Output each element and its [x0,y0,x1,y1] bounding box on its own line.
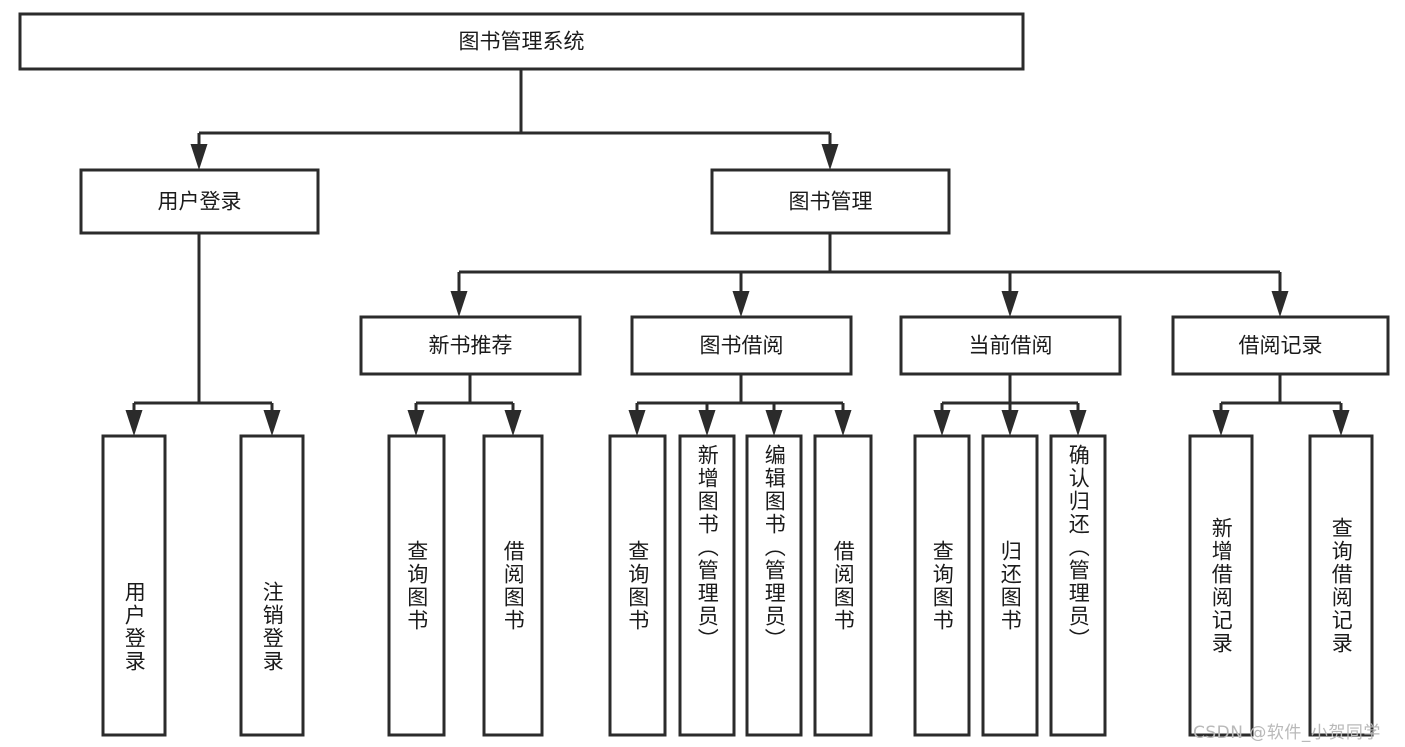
borrow-arrow-1 [698,410,716,436]
leaf-node-用户登录-0[interactable] [101,434,167,737]
newbook-arrow-1 [504,410,522,436]
leaf-node-借阅图书-3[interactable] [482,434,544,737]
node-图书借阅-label: 图书借阅 [700,334,784,358]
node-当前借阅-box[interactable] [899,315,1122,376]
leaf-node-查询图书-2[interactable] [387,434,446,737]
leaf-node-注销登录-1[interactable] [239,434,305,737]
leaf-node-新增借阅记录-11[interactable] [1188,434,1254,737]
node-借阅记录-box[interactable] [1171,315,1390,376]
manage-arrow-1 [732,291,750,317]
edge-layer [125,69,1350,436]
node-借阅记录-label: 借阅记录 [1239,334,1323,358]
box-layer [18,12,1390,737]
leaf-node-查询借阅记录-12[interactable] [1308,434,1374,737]
leaf-node-查询图书-8[interactable] [913,434,971,737]
manage-arrow-3 [1271,291,1289,317]
borrow-arrow-0 [628,410,646,436]
leaf-node-借阅图书-7[interactable] [813,434,873,737]
manage-arrow-2 [1001,291,1019,317]
csdn-watermark: CSDN @软件_小贺同学 [1193,723,1381,743]
record-arrow-1 [1332,410,1350,436]
manage-arrow-0 [450,291,468,317]
current-arrow-2 [1069,410,1087,436]
node-图书管理-box[interactable] [710,168,951,235]
leaf-node-归还图书-9[interactable] [981,434,1039,737]
borrow-arrow-3 [834,410,852,436]
record-arrow-0 [1212,410,1230,436]
login-arrow-1 [263,410,281,436]
node-图书管理系统-box[interactable] [18,12,1025,71]
leaf-node-新增图书管理员-5[interactable] [678,434,736,737]
leaf-node-确认归还管理员-10[interactable] [1049,434,1107,737]
node-当前借阅-label: 当前借阅 [969,334,1053,358]
node-图书管理系统-label: 图书管理系统 [459,30,585,54]
current-arrow-0 [933,410,951,436]
node-图书借阅-box[interactable] [630,315,853,376]
borrow-arrow-2 [765,410,783,436]
root-arrow-1 [821,144,839,170]
newbook-arrow-0 [407,410,425,436]
leaf-node-查询图书-4[interactable] [608,434,667,737]
root-arrow-0 [190,144,208,170]
node-新书推荐-box[interactable] [359,315,582,376]
node-用户登录-label: 用户登录 [158,190,242,214]
node-用户登录-box[interactable] [79,168,320,235]
leaf-node-编辑图书管理员-6[interactable] [745,434,803,737]
current-arrow-1 [1001,410,1019,436]
node-新书推荐-label: 新书推荐 [429,334,513,358]
node-图书管理-label: 图书管理 [789,190,873,214]
login-arrow-0 [125,410,143,436]
